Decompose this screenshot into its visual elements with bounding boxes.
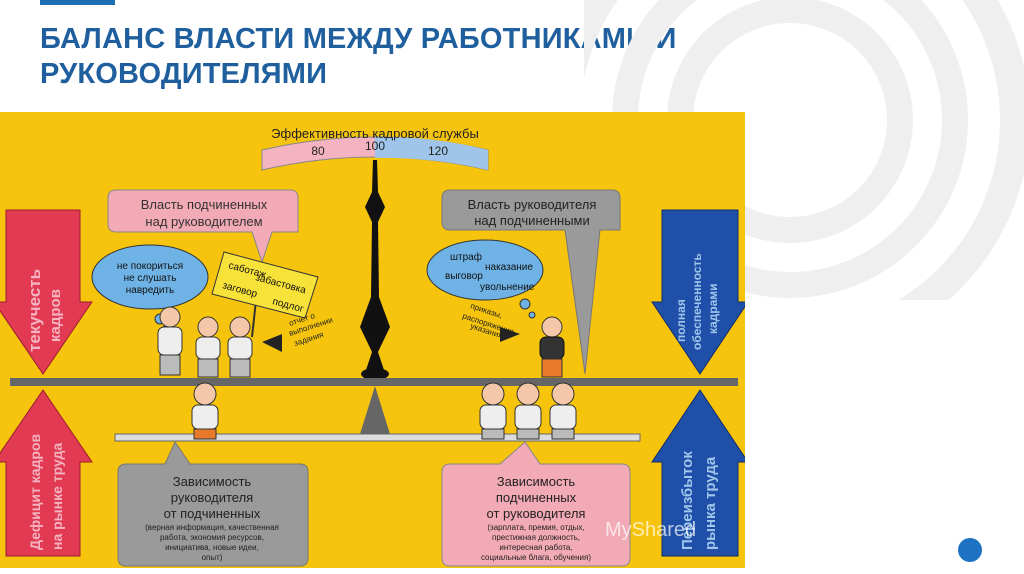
left-power-line1: Власть подчиненных <box>141 197 268 212</box>
left-down-arrow: Дефицит кадров на рынке труда <box>0 389 93 557</box>
scale-pole <box>360 160 390 380</box>
right-thought-bubble: штраф наказание выговор увольнение <box>426 239 544 319</box>
left-up-text1: текучесть <box>25 269 44 352</box>
balance-diagram: Эффективность кадровой службы 80 100 120… <box>0 112 745 568</box>
right-up-text1: полная <box>674 299 688 342</box>
right-dep-detail2: престижная должность, <box>492 533 580 542</box>
corner-dot <box>958 538 982 562</box>
left-thought-line1: не покориться <box>117 261 183 272</box>
left-thought-line3: навредить <box>126 285 175 296</box>
right-workers <box>479 382 577 440</box>
right-thought-line1: штраф <box>450 251 482 263</box>
right-down-text1: Переизбыток <box>679 451 696 550</box>
right-down-text2: рынка труда <box>702 456 719 550</box>
left-workers <box>157 306 253 378</box>
right-dep-detail3: интересная работа, <box>499 543 572 552</box>
right-dep-detail1: (зарплата, премия, отдых, <box>487 523 584 532</box>
gauge-tick-100: 100 <box>365 139 385 153</box>
right-dep-title3: от руководителя <box>487 506 586 521</box>
scale-beam <box>10 378 738 386</box>
right-power-line1: Власть руководителя <box>468 197 597 212</box>
person-icon <box>157 306 183 376</box>
left-thought-line2: не слушать <box>124 273 177 284</box>
left-dep-detail2: работа, экономия ресурсов, <box>160 533 264 542</box>
left-dep-title3: от подчиненных <box>164 506 261 521</box>
person-icon <box>549 382 577 440</box>
person-icon <box>227 316 253 378</box>
left-power-box: Власть подчиненных над руководителем <box>107 189 299 264</box>
watermark: MyShared <box>605 519 696 541</box>
balance-diagram-svg: Эффективность кадровой службы 80 100 120… <box>0 126 745 567</box>
left-dep-title2: руководителя <box>171 490 253 505</box>
right-thought-line4: увольнение <box>480 282 535 293</box>
gauge-tick-80: 80 <box>311 144 325 158</box>
scale-base <box>114 433 641 442</box>
left-up-text2: кадров <box>47 289 64 342</box>
right-up-text2: обеспеченность <box>690 253 704 350</box>
left-down-text2: на рынке труда <box>49 443 65 550</box>
right-power-box: Власть руководителя над подчиненными <box>441 189 621 375</box>
top-accent-line <box>40 0 115 5</box>
scale-fulcrum <box>360 386 390 434</box>
right-power-line2: над подчиненными <box>474 213 590 228</box>
person-icon <box>479 382 507 440</box>
right-up-text3: кадрами <box>706 283 720 334</box>
left-power-line2: над руководителем <box>145 214 262 229</box>
megaphone-icon <box>262 334 282 352</box>
right-down-arrow: Переизбыток рынка труда <box>651 389 745 557</box>
person-icon <box>539 316 565 378</box>
person-icon <box>191 382 219 440</box>
person-icon <box>514 382 542 440</box>
left-dep-detail3: инициатива, новые идеи, <box>165 543 259 552</box>
left-dep-title1: Зависимость <box>173 474 252 489</box>
left-megaphone-shout: отчет о выполнении задания <box>262 311 334 352</box>
left-thought-bubble: не покориться не слушать навредить <box>91 244 209 333</box>
efficiency-gauge: Эффективность кадровой службы 80 100 120 <box>261 126 489 171</box>
right-thought-line3: выговор <box>445 271 483 282</box>
right-dependency-box: Зависимость подчиненных от руководителя … <box>441 441 631 567</box>
protest-sign: саботаж забастовка заговор подлог <box>211 251 319 338</box>
person-icon <box>195 316 221 378</box>
left-down-text1: Дефицит кадров <box>27 433 43 550</box>
slide-title: БАЛАНС ВЛАСТИ МЕЖДУ РАБОТНИКАМИ И РУКОВО… <box>40 23 677 90</box>
right-thought-line2: наказание <box>485 262 533 273</box>
right-dep-detail4: социальные блага, обучения) <box>481 553 591 562</box>
right-up-arrow: полная обеспеченность кадрами <box>651 209 745 375</box>
gauge-tick-120: 120 <box>428 144 448 158</box>
gauge-title: Эффективность кадровой службы <box>271 126 479 141</box>
right-megaphone-shout: приказы, распоряжения, указания <box>461 301 520 342</box>
left-up-arrow: текучесть кадров <box>0 209 93 375</box>
left-dep-detail4: опыт) <box>202 553 223 562</box>
right-dep-title1: Зависимость <box>497 474 576 489</box>
megaphone-icon-right <box>500 327 520 342</box>
left-dep-detail1: (верная информация, качественная <box>145 523 279 532</box>
left-dependency-box: Зависимость руководителя от подчиненных … <box>117 440 309 567</box>
right-dep-title2: подчиненных <box>496 490 577 505</box>
